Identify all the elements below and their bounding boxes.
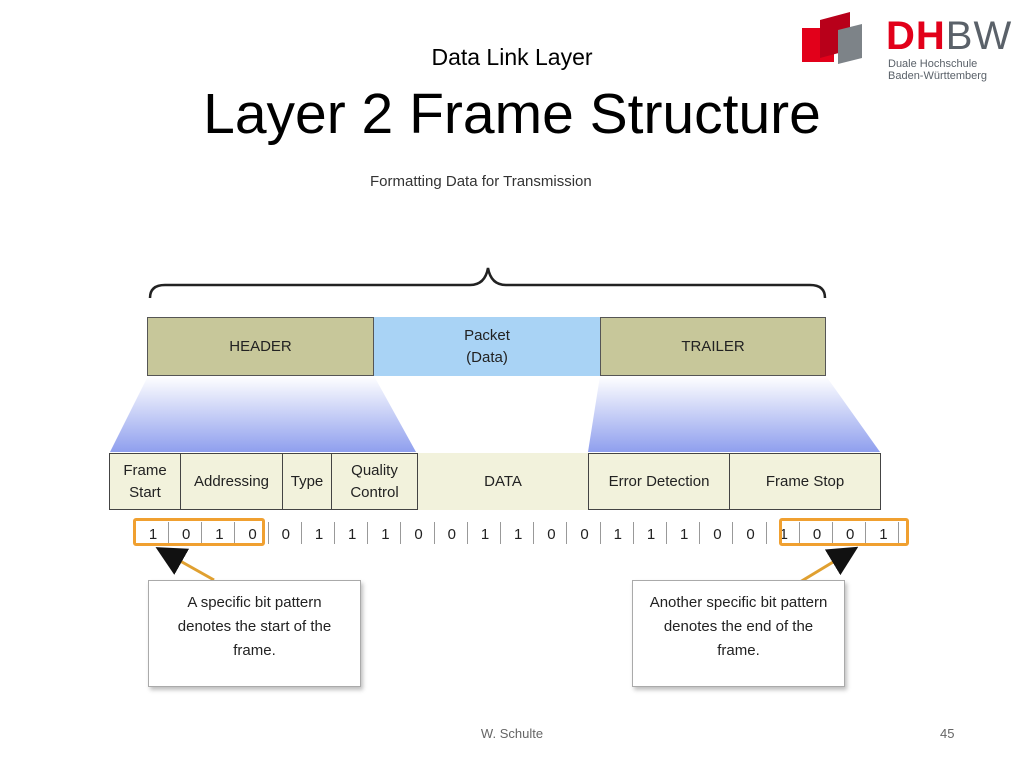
trailer-label: TRAILER bbox=[681, 337, 745, 355]
field-frame-stop: Frame Stop bbox=[729, 453, 881, 510]
field-quality-control: Quality Control bbox=[331, 453, 418, 510]
start-callout: A specific bit pattern denotes the start… bbox=[148, 580, 361, 687]
bit: 0 bbox=[281, 526, 290, 543]
bit: 1 bbox=[879, 526, 888, 543]
end-callout-line-2: denotes the end of the bbox=[663, 618, 814, 635]
field-data: DATA bbox=[418, 453, 588, 510]
bit: 0 bbox=[812, 526, 822, 543]
bit-separator bbox=[699, 522, 700, 544]
field-error-detection-label: Error Detection bbox=[608, 472, 710, 490]
end-arrow bbox=[799, 546, 859, 584]
field-type: Type bbox=[282, 453, 332, 510]
logo-line-2: Baden-Württemberg bbox=[888, 70, 988, 82]
bit-separator bbox=[400, 522, 401, 544]
bit: 0 bbox=[713, 526, 722, 543]
bit-separator bbox=[500, 522, 501, 544]
field-frame-start-line-2: Start bbox=[129, 483, 161, 501]
slide-title: Layer 2 Frame Structure bbox=[203, 82, 821, 146]
bit-separator bbox=[201, 522, 202, 544]
dhbw-logo: DHBW Duale Hochschule Baden-Württemberg bbox=[798, 6, 1011, 86]
trailer-block: TRAILER bbox=[600, 317, 826, 376]
bit-separator bbox=[301, 522, 302, 544]
bit-separator bbox=[898, 522, 899, 544]
field-frame-stop-label: Frame Stop bbox=[765, 472, 845, 490]
bit: 1 bbox=[680, 526, 689, 543]
diagram-caption: Formatting Data for Transmission bbox=[370, 173, 592, 190]
bit-separator bbox=[732, 522, 733, 544]
header-fan bbox=[110, 376, 416, 452]
bit: 1 bbox=[215, 526, 224, 543]
bit-separator bbox=[799, 522, 800, 544]
bit: 1 bbox=[480, 526, 490, 543]
header-label: HEADER bbox=[229, 337, 292, 355]
bit-separator bbox=[367, 522, 368, 544]
packet-sublabel: (Data) bbox=[466, 348, 508, 366]
field-quality-line-2: Control bbox=[350, 483, 399, 501]
bit: 1 bbox=[348, 526, 357, 543]
trailer-fan bbox=[588, 376, 880, 452]
bit-separator bbox=[467, 522, 468, 544]
end-callout-line-1: Another specific bit pattern bbox=[649, 594, 828, 611]
bit: 0 bbox=[846, 526, 855, 543]
bit: 0 bbox=[746, 526, 755, 543]
bit-separator bbox=[865, 522, 866, 544]
frame-brace bbox=[148, 267, 827, 299]
field-quality-line-1: Quality bbox=[351, 461, 398, 479]
field-error-detection: Error Detection bbox=[588, 453, 730, 510]
bit-separator bbox=[600, 522, 601, 544]
bit: 1 bbox=[148, 526, 158, 543]
bit: 0 bbox=[182, 526, 191, 543]
bit: 1 bbox=[646, 526, 656, 543]
bit-separator bbox=[566, 522, 567, 544]
start-callout-line-1: A specific bit pattern bbox=[187, 594, 322, 611]
start-callout-line-3: frame. bbox=[233, 642, 276, 659]
bit-separator bbox=[234, 522, 235, 544]
bit-separator bbox=[666, 522, 667, 544]
end-callout-line-3: frame. bbox=[717, 642, 760, 659]
bit-separator bbox=[533, 522, 534, 544]
start-callout-line-2: denotes the start of the bbox=[177, 618, 332, 635]
bit: 1 bbox=[613, 526, 622, 543]
field-data-label: DATA bbox=[484, 472, 522, 490]
bit-separator bbox=[832, 522, 833, 544]
field-frame-start-line-1: Frame bbox=[123, 461, 167, 479]
logo-line-1: Duale Hochschule bbox=[888, 58, 978, 70]
bit-separator bbox=[268, 522, 269, 544]
start-pattern-highlight bbox=[133, 518, 265, 546]
dhbw-logo-mark-icon bbox=[802, 12, 862, 64]
bit: 1 bbox=[514, 526, 523, 543]
logo-wordmark: DHBW bbox=[886, 14, 1013, 58]
field-type-label: Type bbox=[290, 472, 324, 490]
bit: 0 bbox=[414, 526, 423, 543]
bit-separator bbox=[334, 522, 335, 544]
bit-separator bbox=[168, 522, 169, 544]
bit-separator bbox=[633, 522, 634, 544]
field-addressing: Addressing bbox=[180, 453, 283, 510]
bit: 1 bbox=[314, 526, 324, 543]
bit: 0 bbox=[248, 526, 257, 543]
field-frame-start: Frame Start bbox=[109, 453, 181, 510]
start-arrow bbox=[155, 547, 215, 582]
footer-author: W. Schulte bbox=[480, 726, 544, 741]
bit: 1 bbox=[381, 526, 390, 543]
field-addressing-label: Addressing bbox=[193, 472, 270, 490]
header-block: HEADER bbox=[147, 317, 374, 376]
packet-block: Packet (Data) bbox=[374, 317, 600, 376]
bit: 0 bbox=[447, 526, 456, 543]
bit: 1 bbox=[779, 526, 788, 543]
bit: 0 bbox=[547, 526, 556, 543]
bit-separator bbox=[434, 522, 435, 544]
end-pattern-highlight bbox=[779, 518, 909, 546]
end-callout: Another specific bit pattern denotes the… bbox=[632, 580, 845, 687]
bit: 0 bbox=[580, 526, 589, 543]
bit-separator bbox=[766, 522, 767, 544]
packet-label: Packet bbox=[464, 326, 510, 344]
page-number: 45 bbox=[940, 726, 955, 741]
slide-subtitle: Data Link Layer bbox=[431, 44, 593, 70]
